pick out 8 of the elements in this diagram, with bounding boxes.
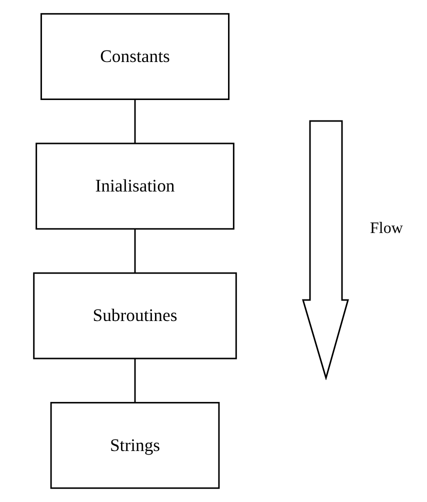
process-box: Inialisation [36,142,234,230]
connector-line [134,99,136,144]
process-box: Strings [50,402,220,489]
connector-line [134,228,136,274]
flow-label: Flow [370,220,403,238]
connector-line [134,358,136,403]
process-box: Subroutines [33,272,237,360]
process-box: Constants [40,13,230,100]
